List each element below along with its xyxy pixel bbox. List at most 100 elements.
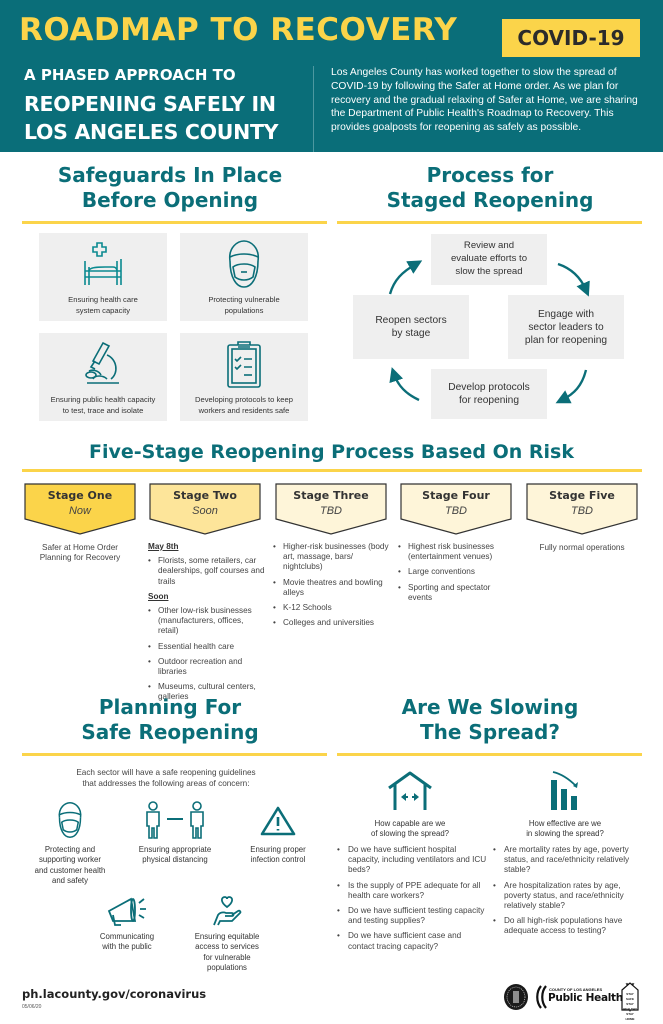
label-line: populations (224, 305, 264, 315)
covid-badge: COVID-19 (502, 19, 640, 57)
label-line: workers and residents safe (198, 405, 290, 415)
process-cycle-arrows (388, 260, 590, 404)
cycle-arrow-icon (388, 260, 423, 295)
stage-when: TBD (445, 505, 467, 517)
stage-name: Stage Five (549, 489, 615, 502)
list-item: Movie theatres and bowling alleys (273, 578, 393, 598)
safeguards-title: Safeguards In Place Before Opening (20, 163, 320, 213)
list-item: Other low-risk businesses (manufacturers… (148, 606, 266, 637)
list-item: Higher-risk businesses (body art, massag… (273, 542, 393, 573)
safeguards-title-line-1: Safeguards In Place (57, 163, 283, 187)
label-line: Ensuring health care (68, 295, 138, 304)
process-step-reopen: Reopen sectors by stage (353, 295, 469, 359)
process-title-line-1: Process for (426, 163, 554, 187)
label-line: Protecting vulnerable (208, 295, 280, 304)
list-item: Is the supply of PPE adequate for all he… (337, 881, 487, 901)
step-line: Engage with (537, 308, 595, 320)
list-item: Florists, some retailers, car dealership… (148, 556, 266, 587)
safeguards-rule (22, 221, 327, 224)
cycle-arrow-icon (389, 367, 420, 402)
process-step-engage: Engage with sector leaders to plan for r… (508, 295, 624, 359)
planning-rule (22, 753, 327, 756)
website-link[interactable]: ph.lacounty.gov/coronavirus (22, 987, 207, 1001)
stay-safe-logo: STAY SAFE STAY HEALTHY STAY HOME (620, 980, 640, 1021)
step-line: evaluate efforts to (450, 253, 528, 265)
planning-title-line-2: Safe Reopening (81, 720, 259, 744)
list-item: Do we have sufficient hospital capacity,… (337, 845, 487, 876)
safeguard-card: Ensuring health care system capacity (39, 233, 167, 321)
list-item: Are hospitalization rates by age, povert… (493, 881, 643, 912)
step-line: plan for reopening (524, 334, 608, 346)
planning-item: Ensuring proper infection control (236, 800, 320, 866)
process-step-develop: Develop protocols for reopening (431, 369, 547, 419)
list-item: Do all high-risk populations have adequa… (493, 916, 643, 936)
planning-intro: Each sector will have a safe reopening g… (40, 768, 292, 789)
safeguard-label: Protecting vulnerable populations (180, 295, 308, 316)
item-line: populations (207, 962, 247, 972)
item-line: supporting worker (39, 855, 101, 865)
intro-line: Each sector will have a safe reopening g… (76, 768, 256, 777)
stage-when: Soon (192, 505, 218, 517)
label-line: to test, trace and isolate (62, 405, 144, 415)
planning-title: Planning For Safe Reopening (20, 695, 320, 745)
stage-one-details: Safer at Home Order Planning for Recover… (24, 543, 136, 563)
safeguard-card: Protecting vulnerable populations (180, 233, 308, 321)
item-line: physical distancing (142, 855, 208, 865)
step-line: sector leaders to (528, 321, 604, 333)
stages-title: Five-Stage Reopening Process Based On Ri… (88, 441, 574, 463)
stage-arrow-shape (24, 483, 136, 535)
header-divider (313, 66, 314, 152)
subhead: Soon (148, 591, 169, 601)
slowing-title-line-1: Are We Slowing (401, 695, 579, 719)
stage-arrow-shape (526, 483, 638, 535)
question-line: How effective are we (528, 819, 602, 828)
item-line: Ensuring appropriate (138, 845, 212, 854)
label-line: Developing protocols to keep (195, 395, 293, 404)
hospital-bed-icon (84, 242, 122, 285)
stage-four: Stage Four TBD (400, 483, 512, 535)
logo-line: STAY SAFE (625, 992, 634, 1001)
planning-item: Protecting and supporting worker and cus… (22, 800, 118, 886)
stage-when: TBD (571, 505, 593, 517)
list-item: Are mortality rates by age, poverty stat… (493, 845, 643, 876)
microscope-icon (85, 341, 119, 384)
process-title-line-2: Staged Reopening (386, 188, 594, 212)
process-rule (337, 221, 642, 224)
slowing-title-line-2: The Spread? (420, 720, 560, 744)
cycle-arrow-icon (557, 262, 590, 297)
item-line: Protecting and (44, 845, 96, 854)
stage-when: TBD (320, 505, 342, 517)
subtitle-line-1: REOPENING SAFELY IN (24, 92, 276, 116)
step-line: by stage (391, 328, 431, 339)
question-line: of slowing the spread? (370, 829, 450, 839)
declining-bar-chart-icon (551, 771, 578, 810)
item-line: and customer health (34, 865, 106, 875)
slowing-rule (337, 753, 642, 756)
physical-distancing-icon (146, 801, 204, 839)
stage-three-details: Higher-risk businesses (body art, massag… (273, 542, 393, 633)
public-health-big: Public Health (548, 992, 623, 1004)
step-line: for reopening (458, 395, 520, 406)
subhead: May 8th (148, 542, 179, 551)
list-item: Outdoor recreation and libraries (148, 657, 266, 677)
masked-face-icon (58, 801, 82, 839)
county-seal-logo (504, 984, 528, 1010)
detail-line: Planning for Recovery (39, 553, 121, 563)
item-line: with the public (102, 942, 152, 952)
subtitle-line-2: LOS ANGELES COUNTY (24, 120, 279, 144)
stage-name: Stage Four (422, 489, 490, 502)
capable-list: Do we have sufficient hospital capacity,… (337, 845, 487, 957)
warning-triangle-icon (260, 806, 296, 836)
item-line: for vulnerable (203, 952, 251, 962)
stage-when: Now (68, 505, 91, 517)
clipboard-checklist-icon (227, 341, 261, 388)
planning-item: Ensuring appropriate physical distancing (126, 800, 224, 866)
list-item: Sporting and spectator events (398, 583, 513, 603)
detail-line: Safer at Home Order (42, 543, 118, 552)
cycle-arrow-icon (555, 369, 588, 404)
stages-rule (22, 469, 642, 472)
slowing-title: Are We Slowing The Spread? (345, 695, 635, 745)
public-health-small: COUNTY OF LOS ANGELES (549, 987, 603, 992)
stage-three: Stage Three TBD (275, 483, 387, 535)
intro-paragraph: Los Angeles County has worked together t… (331, 67, 638, 134)
